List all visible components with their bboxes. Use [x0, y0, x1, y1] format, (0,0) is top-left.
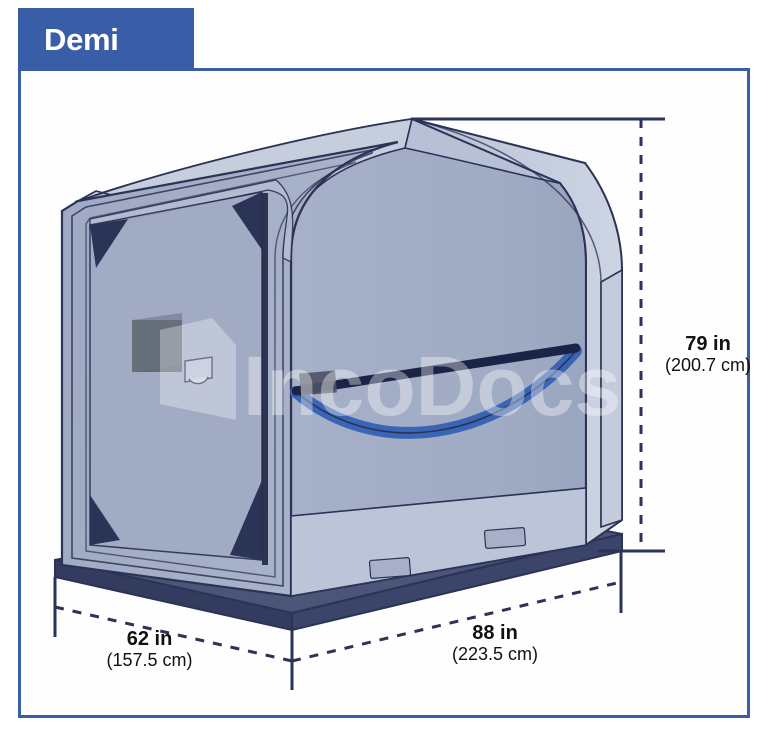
height-value-inches: 79 in	[685, 333, 731, 355]
watermark-text: IncoDocs	[243, 339, 621, 433]
depth-dimension-label: 62 in (157.5 cm)	[62, 628, 237, 671]
page-title: Demi	[44, 21, 119, 57]
right-frame-rail	[600, 268, 623, 529]
door-handle-icon	[184, 356, 213, 385]
length-value-inches: 88 in	[472, 622, 518, 644]
door-panel	[89, 191, 263, 561]
length-dimension-label: 88 in (223.5 cm)	[405, 622, 585, 665]
length-value-cm: (223.5 cm)	[451, 644, 539, 665]
watermark: IncoDocs	[160, 318, 621, 433]
dimension-lines	[53, 117, 665, 690]
depth-dimension-line	[54, 605, 293, 663]
depth-value-inches: 62 in	[126, 628, 173, 650]
strap-buckle	[299, 370, 337, 396]
title-badge: Demi	[18, 8, 194, 70]
door-header-arc	[89, 179, 294, 264]
door-divider	[262, 193, 268, 565]
side-fitting-right	[483, 527, 527, 549]
height-value-cm: (200.7 cm)	[664, 355, 752, 376]
side-bottom-skirt	[290, 487, 587, 597]
watermark-logo-icon	[160, 318, 236, 420]
door-latch-plate	[132, 313, 182, 372]
height-dimension-label: 79 in (200.7 cm)	[648, 333, 768, 376]
side-fitting-left	[368, 557, 412, 579]
length-dimension-line	[291, 580, 622, 663]
depth-value-cm: (157.5 cm)	[106, 650, 193, 671]
cargo-strap	[290, 343, 582, 439]
